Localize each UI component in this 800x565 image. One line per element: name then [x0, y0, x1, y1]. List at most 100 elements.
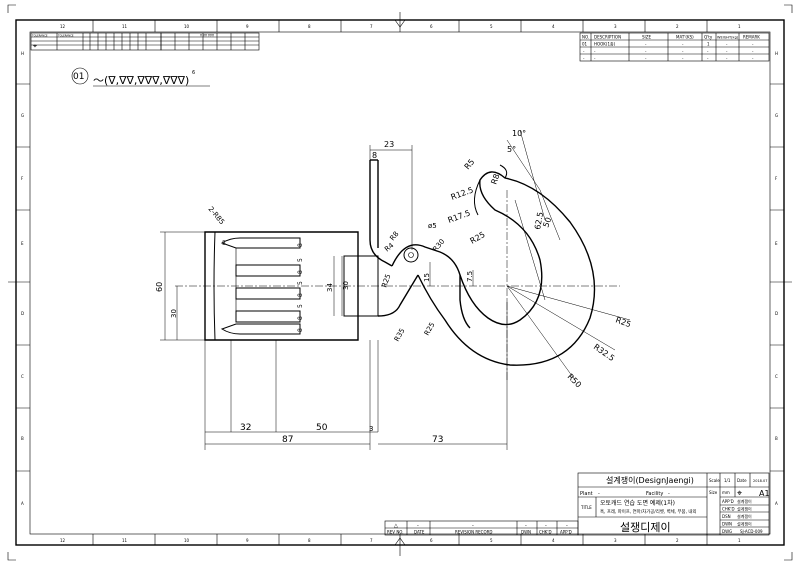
- pl-cell: -: [752, 49, 754, 54]
- unit-label: mm: [722, 490, 730, 495]
- zone-col: 11: [122, 538, 128, 543]
- dim-label: R35: [393, 327, 407, 343]
- dim-label: 87: [282, 435, 293, 445]
- zone-col: 7: [370, 24, 373, 29]
- projection-icon: ⌖: [737, 489, 742, 499]
- tolerance-table: TOLERANCE TOLERANCE ⌖ ∇ ∇∇ ∇∇∇: [30, 32, 260, 51]
- rev-header: DATE: [414, 530, 425, 535]
- pl-cell: -: [726, 56, 728, 61]
- date-label: Date: [737, 478, 747, 483]
- revision-block: △ - - - - - REV NO. DATE REVISION RECORD…: [384, 520, 579, 536]
- rev-cell: -: [525, 523, 527, 529]
- scale-label: Scale: [709, 478, 720, 483]
- pl-header: SIZE: [642, 35, 651, 40]
- zone-col: 9: [246, 538, 249, 543]
- role-name: 설계쟁이: [737, 498, 752, 504]
- dim-label: 5: [297, 304, 304, 308]
- dim-label: 5°: [507, 145, 516, 154]
- dim-label: 62.5: [533, 211, 545, 230]
- pl-cell: -: [682, 49, 684, 54]
- role-label: DWN: [722, 522, 732, 527]
- rev-cell: -: [545, 523, 547, 529]
- zone-col: 2: [676, 24, 679, 29]
- pl-cell: -: [594, 49, 596, 54]
- dim-label: 7.5: [466, 271, 474, 282]
- inner-border: [29, 31, 771, 535]
- dim-label: R30: [431, 238, 446, 254]
- zone-col: 5: [490, 538, 493, 543]
- rev-header: REV NO.: [387, 530, 404, 535]
- pl-cell: -: [594, 56, 596, 61]
- dim-label: R8: [388, 230, 400, 242]
- pl-cell: -: [707, 56, 709, 61]
- dim-label: R50: [566, 372, 584, 390]
- facility-label: Facility: [646, 491, 663, 497]
- zone-row: G: [775, 113, 778, 118]
- zone-col: 2: [676, 538, 679, 543]
- rev-header: DWN: [521, 530, 531, 535]
- zone-col: 7: [370, 538, 373, 543]
- dim-label: 50: [316, 423, 328, 433]
- pl-cell: -: [682, 56, 684, 61]
- pl-cell: 01: [582, 42, 588, 47]
- zone-row: B: [775, 436, 778, 441]
- zone-row: E: [775, 241, 778, 246]
- company-name: 설계쟁이(DesignJaengi): [606, 475, 694, 485]
- role-name: 설계쟁이: [737, 521, 752, 527]
- company-logo-text: 설쟁디제이: [620, 521, 671, 534]
- zone-row: C: [21, 374, 24, 379]
- plant-label: Plant: [580, 491, 593, 497]
- tol-header: TOLERANCE: [58, 34, 74, 38]
- dim-label: R25: [380, 273, 392, 289]
- zone-col: 6: [430, 538, 433, 543]
- dim-label: 73: [432, 435, 443, 445]
- zone-row: A: [775, 501, 778, 506]
- zone-col: 10: [184, 538, 190, 543]
- role-label: CHK'D: [722, 507, 735, 512]
- pl-header: WEIGHT(kg): [717, 36, 739, 40]
- projection-symbol: ⌖: [33, 42, 37, 50]
- role-label: APP'D: [722, 499, 734, 504]
- zone-row: H: [775, 51, 778, 56]
- pl-cell: -: [583, 49, 585, 54]
- title-block: 설계쟁이(DesignJaengi) Scale 1/1 Date 2018.0…: [577, 472, 770, 536]
- dim-label: R12.5: [450, 185, 475, 201]
- dim-label: R25: [469, 230, 487, 246]
- drawing-title-line2: 훅, 프레, 파이프, 연마/차가공/리벳, 벽체, 부품, 내외: [600, 508, 696, 515]
- pl-cell: 1: [707, 42, 710, 47]
- rev-header: CHK'D: [539, 530, 552, 535]
- role-label: DSN: [722, 514, 731, 519]
- pl-cell: -: [726, 49, 728, 54]
- dim-label: 8: [297, 243, 304, 247]
- rev-cell: -: [566, 523, 568, 529]
- dim-label: 5: [297, 258, 304, 262]
- dim-label: 23: [384, 140, 394, 149]
- zone-col: 12: [60, 538, 66, 543]
- zone-col: 6: [430, 24, 433, 29]
- dwg-label: DWG: [722, 529, 732, 534]
- pl-header: MAT'(KS): [676, 35, 694, 40]
- zone-row: F: [21, 176, 24, 181]
- dim-label: R32.5: [592, 342, 616, 363]
- dim-label: 10°: [512, 129, 526, 138]
- zone-col: 3: [614, 24, 617, 29]
- title-label: TITLE: [580, 505, 592, 510]
- dim-label: 60: [155, 282, 164, 292]
- role-name: 설계쟁이: [737, 513, 752, 519]
- dim-label: ø5: [428, 222, 437, 230]
- pl-cell: -: [682, 42, 684, 47]
- pl-cell: -: [752, 42, 754, 47]
- dim-label: 50: [541, 216, 553, 229]
- zone-col: 1: [738, 538, 741, 543]
- zone-row: F: [775, 176, 778, 181]
- zone-labels: 12 11 10 9 8 7 6 5 4 3 2 1 12 11 10 9 8 …: [21, 24, 778, 543]
- pl-header: REMARK: [743, 35, 760, 40]
- finish-symbols-header: ∇ ∇∇ ∇∇∇: [199, 34, 215, 38]
- drawing-title-line1: 오토캐드 연습 도면 예제(1차): [600, 499, 675, 507]
- parts-list: NO. DESCRIPTION SIZE MAT'(KS) Q'ty WEIGH…: [579, 32, 770, 62]
- dim-label: 8: [297, 316, 304, 320]
- dim-label: R25: [423, 321, 437, 337]
- dim-label: 8: [297, 293, 304, 297]
- rev-cell: △: [394, 523, 398, 529]
